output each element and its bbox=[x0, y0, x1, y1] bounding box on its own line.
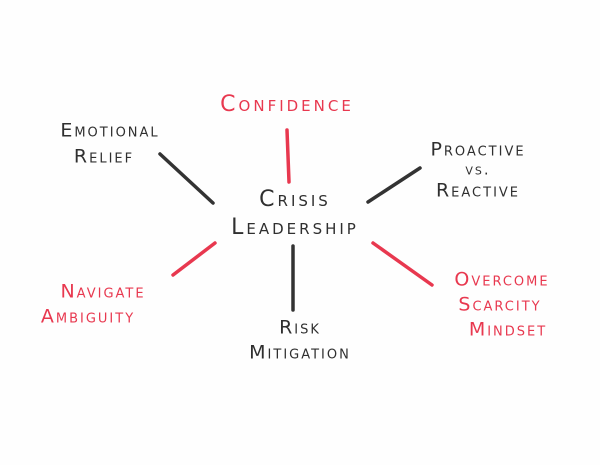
branch-confidence: Confidence bbox=[220, 92, 354, 117]
branch-proactive-3: Reactive bbox=[435, 179, 521, 202]
branch-navigate-1: Navigate bbox=[60, 280, 146, 303]
branch-emotional-relief-2: Relief bbox=[73, 145, 135, 168]
branch-proactive-2: vs. bbox=[465, 160, 491, 179]
center-line-1: Crisis bbox=[259, 187, 331, 212]
branch-emotional-relief-1: Emotional bbox=[60, 119, 160, 142]
connector-emotional-relief bbox=[158, 152, 215, 205]
connector-proactive bbox=[366, 166, 422, 204]
branch-navigate-2: Ambiguity bbox=[40, 305, 136, 328]
connector-confidence bbox=[285, 128, 291, 184]
branch-risk-2: Mitigation bbox=[249, 341, 351, 364]
branch-overcome-1: Overcome bbox=[454, 268, 550, 291]
branch-proactive-1: Proactive bbox=[430, 138, 526, 161]
connector-overcome-scarcity bbox=[371, 241, 434, 287]
center-line-2: Leadership bbox=[231, 215, 359, 240]
branch-overcome-3: Mindset bbox=[468, 318, 548, 341]
branch-overcome-2: Scarcity bbox=[458, 293, 542, 316]
branch-risk-1: Risk bbox=[279, 316, 321, 339]
connector-navigate-ambiguity bbox=[171, 241, 217, 277]
